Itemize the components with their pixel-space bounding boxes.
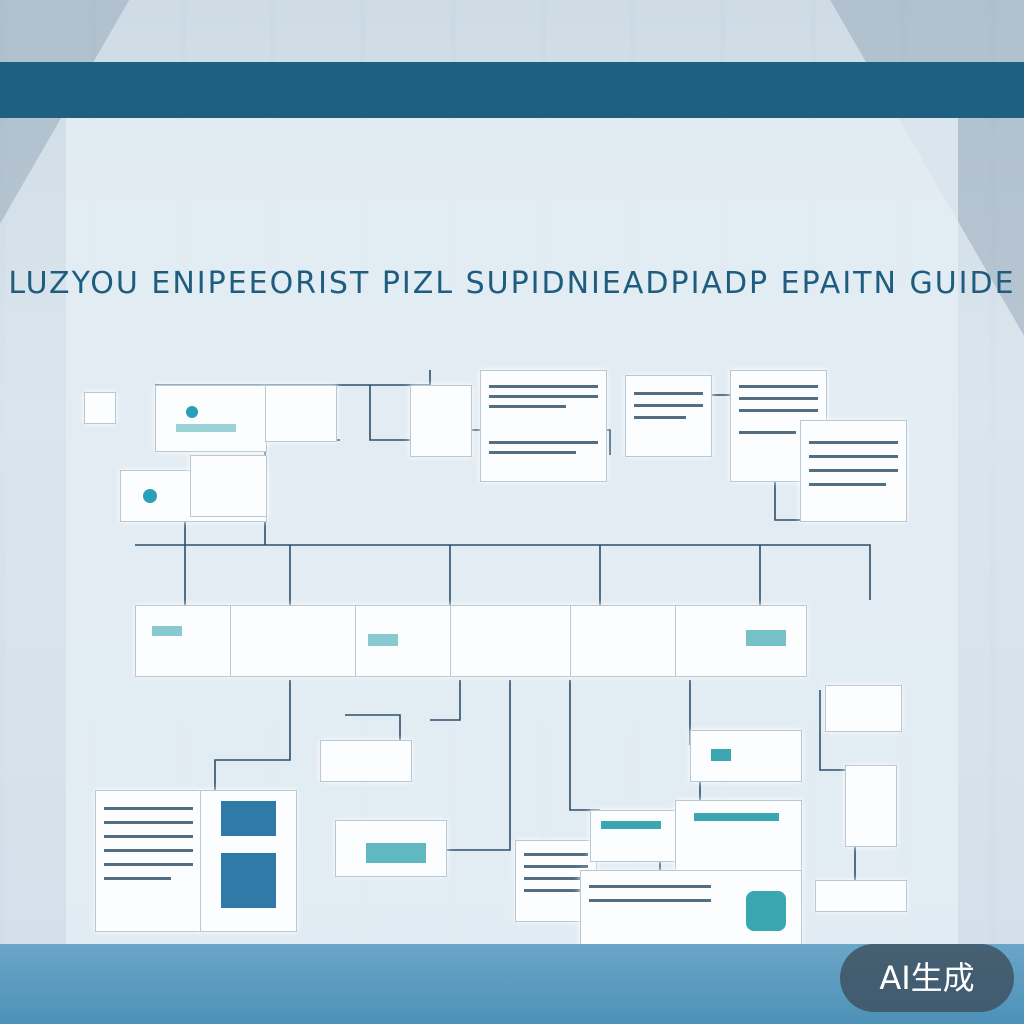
- process-card: [450, 605, 572, 677]
- process-card: [675, 605, 807, 677]
- ai-generated-badge: AI生成: [840, 944, 1014, 1012]
- teal-dot-icon: [186, 406, 198, 418]
- teal-dot-icon: [143, 489, 157, 503]
- title-english: LUZYOU ENIPEEORIST PIZL SUPIDNIEADPIADP …: [8, 266, 1016, 301]
- image-block: [221, 853, 276, 908]
- process-card: [675, 800, 802, 872]
- teal-block-icon: [746, 891, 786, 931]
- barcode-card: [845, 765, 897, 847]
- document-card: [95, 790, 202, 932]
- top-banner: [0, 62, 1024, 118]
- document-card: [800, 420, 907, 522]
- process-card: [320, 740, 412, 782]
- document-card: [480, 370, 607, 482]
- progress-strip: [176, 424, 236, 432]
- process-card: [590, 810, 677, 862]
- icon-card: [84, 392, 116, 424]
- process-card: [335, 820, 447, 877]
- process-card: [355, 605, 452, 677]
- document-card: [580, 870, 802, 947]
- process-card: [230, 605, 357, 677]
- process-card: [815, 880, 907, 912]
- image-block: [221, 801, 276, 836]
- process-card: [690, 730, 802, 782]
- process-card: [570, 605, 677, 677]
- process-card: [155, 385, 267, 452]
- process-card: [190, 455, 267, 517]
- process-card: [265, 385, 337, 442]
- image-card: [200, 790, 297, 932]
- process-card: [410, 385, 472, 457]
- process-card: [135, 605, 232, 677]
- document-card: [625, 375, 712, 457]
- process-card: [825, 685, 902, 732]
